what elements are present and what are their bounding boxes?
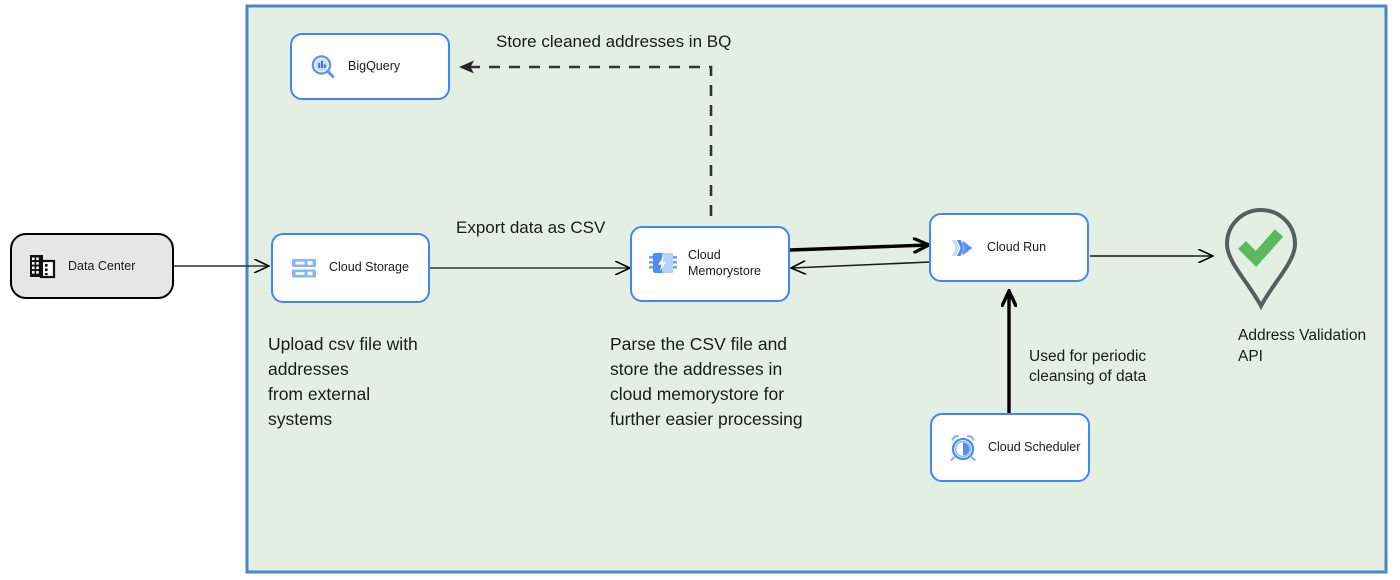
node-data-center[interactable]: Data Center [10,233,174,299]
node-address-validation-api[interactable] [1217,205,1305,313]
edge-memorystore-to-run [789,245,928,250]
node-label-cloud-storage: Cloud Storage [329,260,409,275]
note-upload-csv: Upload csv file with addresses from exte… [268,334,418,429]
map-pin-check-icon [1217,205,1305,313]
edge-label-export-csv: Export data as CSV [456,218,606,237]
cloud-storage-icon [289,253,319,283]
node-label-cloud-scheduler: Cloud Scheduler [988,439,1081,454]
address-validation-api-label: Address Validation API [1238,327,1367,365]
cloud-scheduler-alarm-clock-icon [948,433,978,463]
edge-label-periodic-cleansing: Used for periodic cleansing of data [1029,348,1147,386]
node-cloud-scheduler[interactable]: Cloud Scheduler [930,413,1090,482]
node-cloud-storage[interactable]: Cloud Storage [271,233,430,303]
edge-memorystore-to-bigquery [459,60,713,216]
note-parse-csv: Parse the CSV file and store the address… [610,334,803,429]
node-label-data-center: Data Center [68,259,136,273]
edge-run-to-memorystore [792,262,931,268]
cloud-run-chevron-icon [947,233,977,263]
node-label-cloud-run: Cloud Run [987,239,1047,254]
edge-label-store-bq: Store cleaned addresses in BQ [496,32,732,51]
bigquery-magnifier-icon [308,52,338,82]
node-label-cloud-memorystore: Cloud Memorystore [688,248,761,278]
node-cloud-memorystore[interactable]: Cloud Memorystore [630,226,790,302]
cloud-memorystore-chip-icon [648,249,678,279]
node-bigquery[interactable]: BigQuery [290,33,450,100]
node-cloud-run[interactable]: Cloud Run [929,213,1089,282]
data-center-building-icon [28,252,56,280]
gcp-project-boundary [245,4,1388,574]
node-label-bigquery: BigQuery [348,58,401,73]
